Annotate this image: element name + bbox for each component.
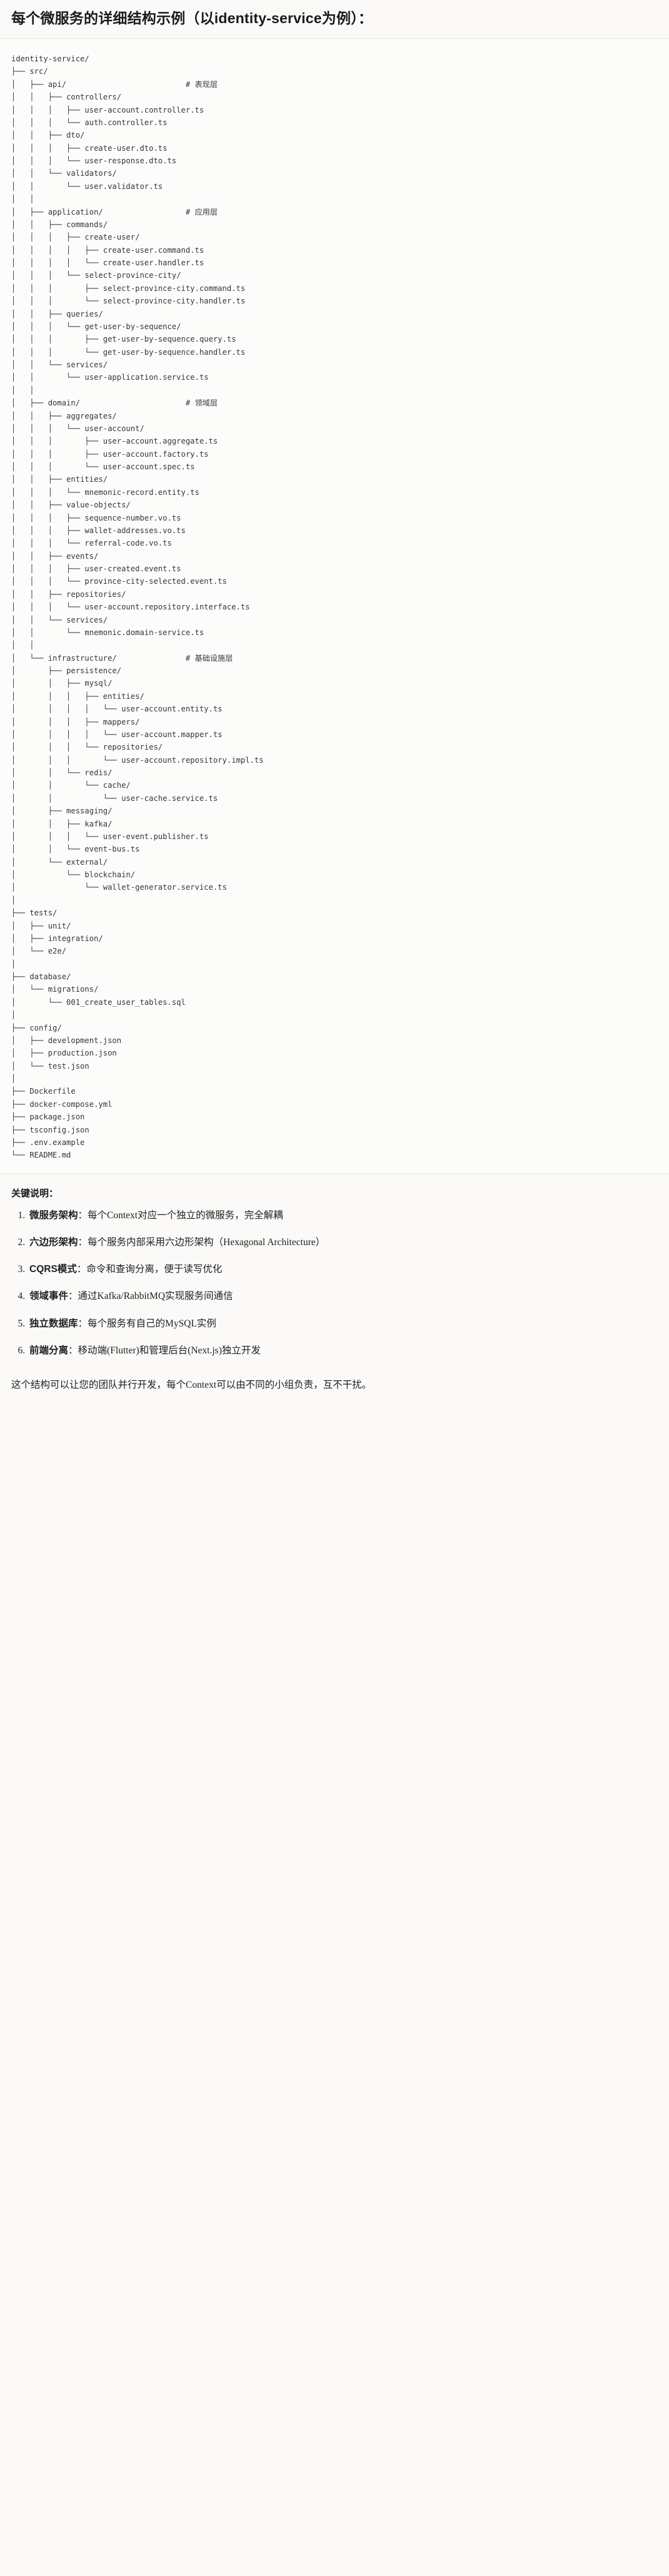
directory-tree-text: identity-service/ ├── src/ │ ├── api/ # … <box>11 54 264 1160</box>
list-item: 六边形架构：每个服务内部采用六边形架构（Hexagonal Architectu… <box>28 1235 658 1250</box>
list-item: CQRS模式：命令和查询分离，便于读写优化 <box>28 1262 658 1276</box>
list-item: 独立数据库：每个服务有自己的MySQL实例 <box>28 1316 658 1331</box>
note-separator: ： <box>68 1345 78 1356</box>
note-separator: ： <box>68 1291 78 1302</box>
list-item: 领域事件：通过Kafka/RabbitMQ实现服务间通信 <box>28 1289 658 1303</box>
list-item: 微服务架构：每个Context对应一个独立的微服务，完全解耦 <box>28 1208 658 1223</box>
document-root: 每个微服务的详细结构示例（以identity-service为例）： ident… <box>0 0 669 1406</box>
key-notes-section: 关键说明： 微服务架构：每个Context对应一个独立的微服务，完全解耦 六边形… <box>0 1174 669 1375</box>
note-separator: ： <box>76 1264 87 1275</box>
note-separator: ： <box>78 1209 88 1221</box>
page-title: 每个微服务的详细结构示例（以identity-service为例）： <box>11 10 373 26</box>
note-key: 六边形架构 <box>29 1236 78 1248</box>
list-item: 前端分离：移动端(Flutter)和管理后台(Next.js)独立开发 <box>28 1343 658 1358</box>
note-key: 独立数据库 <box>29 1318 78 1329</box>
note-value: 每个Context对应一个独立的微服务，完全解耦 <box>88 1209 283 1221</box>
note-value: 命令和查询分离，便于读写优化 <box>86 1264 223 1275</box>
note-key: 前端分离 <box>29 1345 69 1356</box>
note-value: 每个服务内部采用六边形架构（Hexagonal Architecture） <box>88 1236 326 1248</box>
note-value: 通过Kafka/RabbitMQ实现服务间通信 <box>78 1291 233 1302</box>
closing-paragraph: 这个结构可以让您的团队并行开发，每个Context可以由不同的小组负责，互不干扰… <box>11 1380 372 1391</box>
note-value: 移动端(Flutter)和管理后台(Next.js)独立开发 <box>78 1345 261 1356</box>
note-key: 领域事件 <box>29 1291 69 1302</box>
note-separator: ： <box>78 1318 88 1329</box>
note-separator: ： <box>78 1236 88 1248</box>
code-block-directory-tree: identity-service/ ├── src/ │ ├── api/ # … <box>0 38 669 1174</box>
key-notes-list: 微服务架构：每个Context对应一个独立的微服务，完全解耦 六边形架构：每个服… <box>11 1208 658 1358</box>
note-key: 微服务架构 <box>29 1209 78 1221</box>
note-key: CQRS模式 <box>29 1264 77 1275</box>
key-notes-title: 关键说明： <box>11 1188 59 1199</box>
note-value: 每个服务有自己的MySQL实例 <box>88 1318 216 1329</box>
